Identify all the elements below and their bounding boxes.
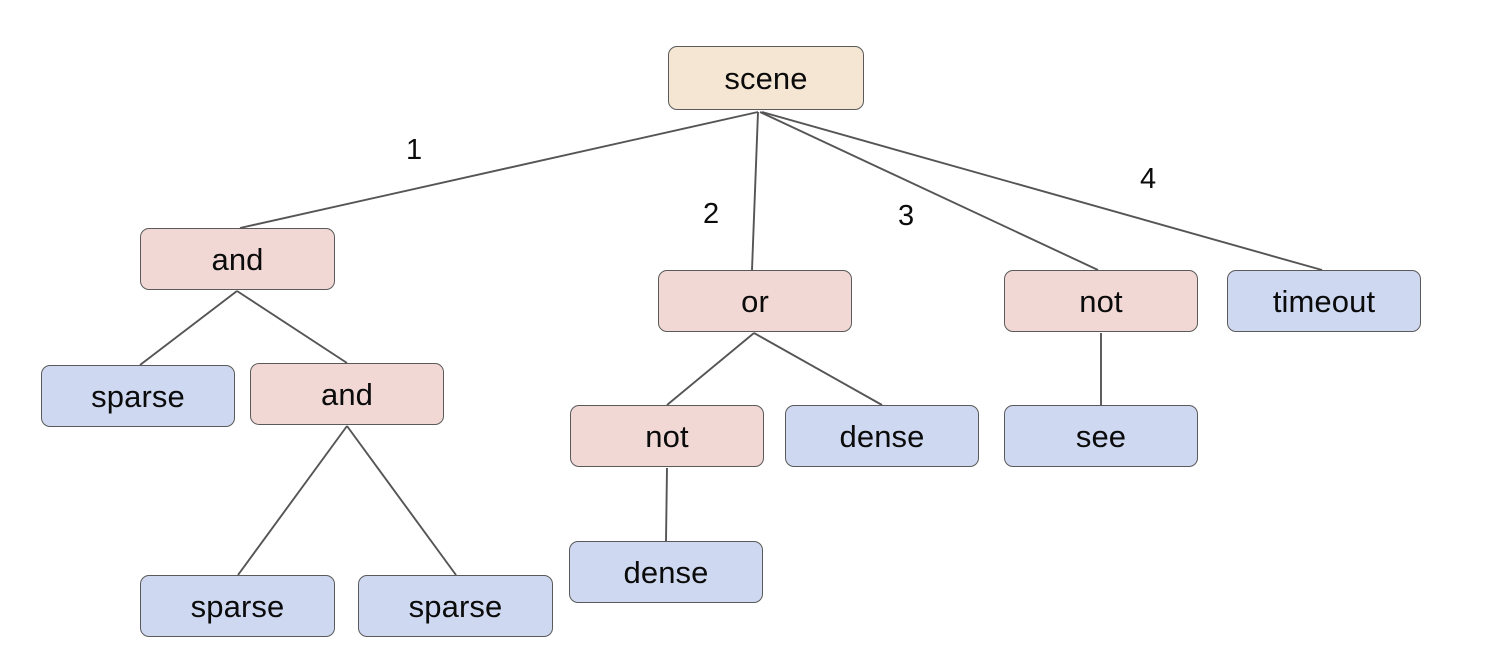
tree-edge-or1-to-dense1 [753, 332, 883, 406]
edge-label-3: 3 [898, 200, 915, 232]
tree-edge-or1-to-not2 [666, 332, 755, 406]
edge-label-2: 2 [703, 198, 720, 230]
edge-label-1: 1 [406, 134, 423, 166]
tree-edge-and1-to-sparse1 [139, 290, 238, 366]
tree-node-not2[interactable]: not [570, 405, 764, 467]
tree-node-sparse1[interactable]: sparse [41, 365, 235, 427]
tree-edge-scene-to-or1 [751, 111, 759, 271]
tree-node-not1[interactable]: not [1004, 270, 1198, 332]
tree-edge-and2-to-sparse2 [237, 425, 348, 576]
tree-node-sparse2[interactable]: sparse [140, 575, 335, 637]
tree-node-timeout1[interactable]: timeout [1227, 270, 1421, 332]
tree-node-scene[interactable]: scene [668, 46, 864, 110]
tree-edge-and1-to-and2 [236, 290, 348, 364]
tree-node-dense2[interactable]: dense [569, 541, 763, 603]
tree-edge-and2-to-sparse3 [346, 425, 457, 576]
tree-node-or1[interactable]: or [658, 270, 852, 332]
tree-edge-not2-to-dense2 [665, 467, 668, 542]
tree-node-sparse3[interactable]: sparse [358, 575, 553, 637]
tree-node-and2[interactable]: and [250, 363, 444, 425]
tree-node-dense1[interactable]: dense [785, 405, 979, 467]
tree-node-see1[interactable]: see [1004, 405, 1198, 467]
tree-edge-scene-to-not1 [759, 111, 1099, 271]
tree-edge-scene-to-and1 [239, 111, 759, 229]
edge-label-4: 4 [1140, 163, 1157, 195]
tree-edge-scene-to-timeout1 [761, 111, 1323, 271]
tree-node-and1[interactable]: and [140, 228, 335, 290]
